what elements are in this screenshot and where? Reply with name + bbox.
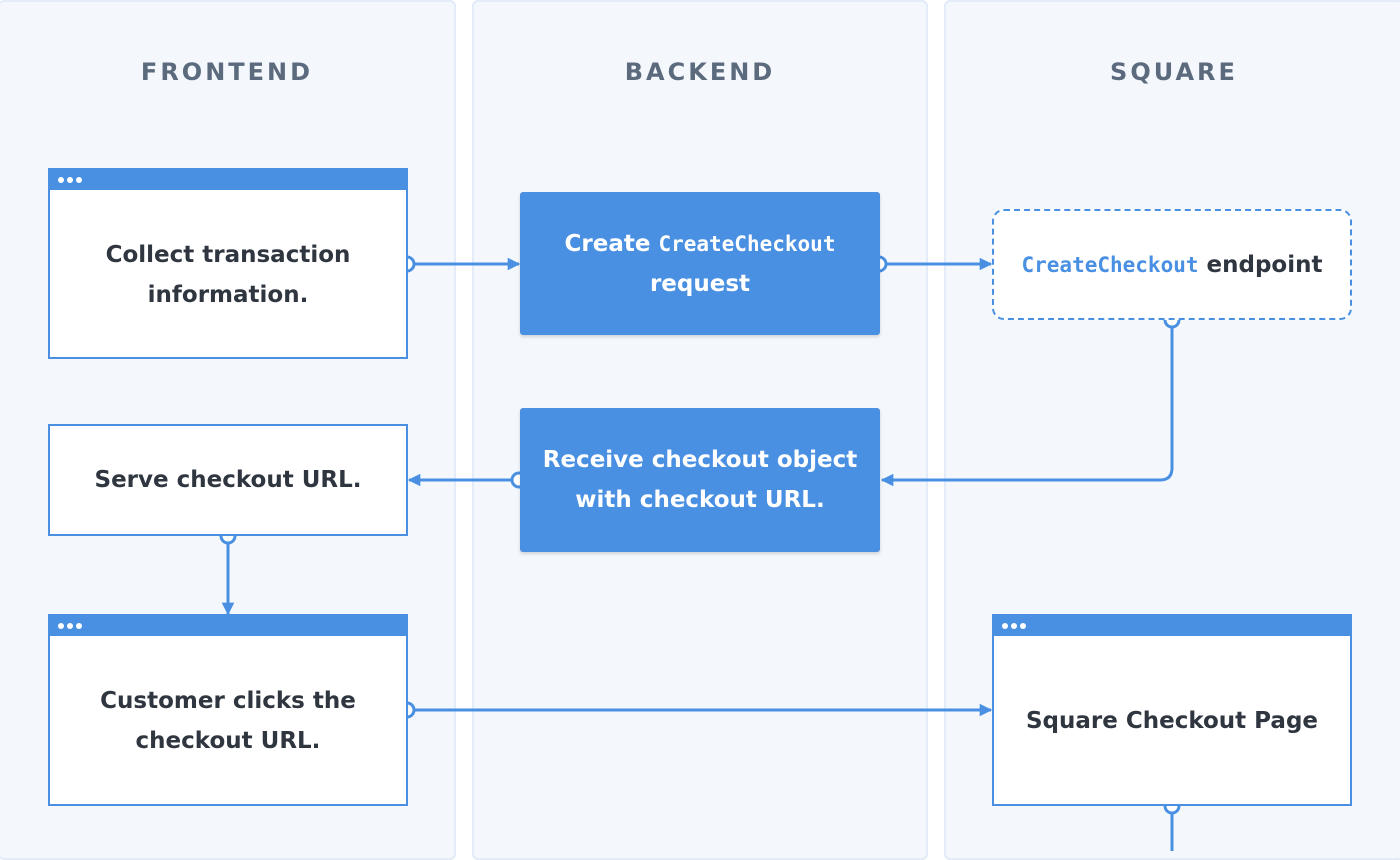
node-serve-checkout-url: Serve checkout URL. — [48, 424, 408, 536]
window-dot-icon — [1002, 623, 1008, 629]
node-create-request: Create CreateCheckout request — [520, 192, 880, 335]
node-create-code: CreateCheckout — [658, 231, 836, 256]
node-receive-label: Receive checkout object with checkout UR… — [543, 440, 858, 520]
window-dot-icon — [58, 177, 64, 183]
browser-titlebar — [50, 170, 406, 190]
window-dot-icon — [1011, 623, 1017, 629]
node-createcheckout-endpoint: CreateCheckout endpoint — [992, 209, 1352, 320]
window-dot-icon — [76, 623, 82, 629]
node-collect-transaction: Collect transaction information. — [48, 168, 408, 359]
node-endpoint-suffix: endpoint — [1206, 251, 1323, 278]
node-collect-line1: Collect transaction — [105, 241, 351, 268]
window-dot-icon — [67, 623, 73, 629]
node-customer-clicks: Customer clicks the checkout URL. — [48, 614, 408, 806]
node-customer-line1: Customer clicks the — [100, 688, 356, 714]
browser-titlebar — [50, 616, 406, 636]
lane-title-frontend: FRONTEND — [140, 58, 314, 86]
node-create-label: Create CreateCheckout request — [565, 224, 836, 304]
window-dot-icon — [58, 623, 64, 629]
window-dot-icon — [76, 177, 82, 183]
node-receive-line2: with checkout URL. — [575, 487, 825, 513]
lane-title-backend: BACKEND — [624, 58, 776, 86]
node-receive-checkout-object: Receive checkout object with checkout UR… — [520, 408, 880, 552]
browser-titlebar — [994, 616, 1350, 636]
node-create-line2: request — [649, 270, 751, 297]
node-customer-line2: checkout URL. — [135, 728, 321, 754]
node-square-checkout-page: Square Checkout Page — [992, 614, 1352, 806]
node-collect-label: Collect transaction information. — [106, 235, 351, 315]
node-receive-line1: Receive checkout object — [542, 447, 858, 473]
node-endpoint-code: CreateCheckout — [1021, 252, 1199, 277]
node-create-prefix: Create — [564, 230, 651, 257]
window-dot-icon — [67, 177, 73, 183]
node-serve-label: Serve checkout URL. — [94, 467, 362, 493]
node-customer-label: Customer clicks the checkout URL. — [100, 681, 356, 761]
node-collect-line2: information. — [147, 281, 309, 308]
lane-title-square: SQUARE — [1110, 58, 1238, 86]
node-endpoint-label: CreateCheckout endpoint — [1022, 245, 1323, 285]
window-dot-icon — [1020, 623, 1026, 629]
node-square-page-label: Square Checkout Page — [1025, 708, 1319, 734]
